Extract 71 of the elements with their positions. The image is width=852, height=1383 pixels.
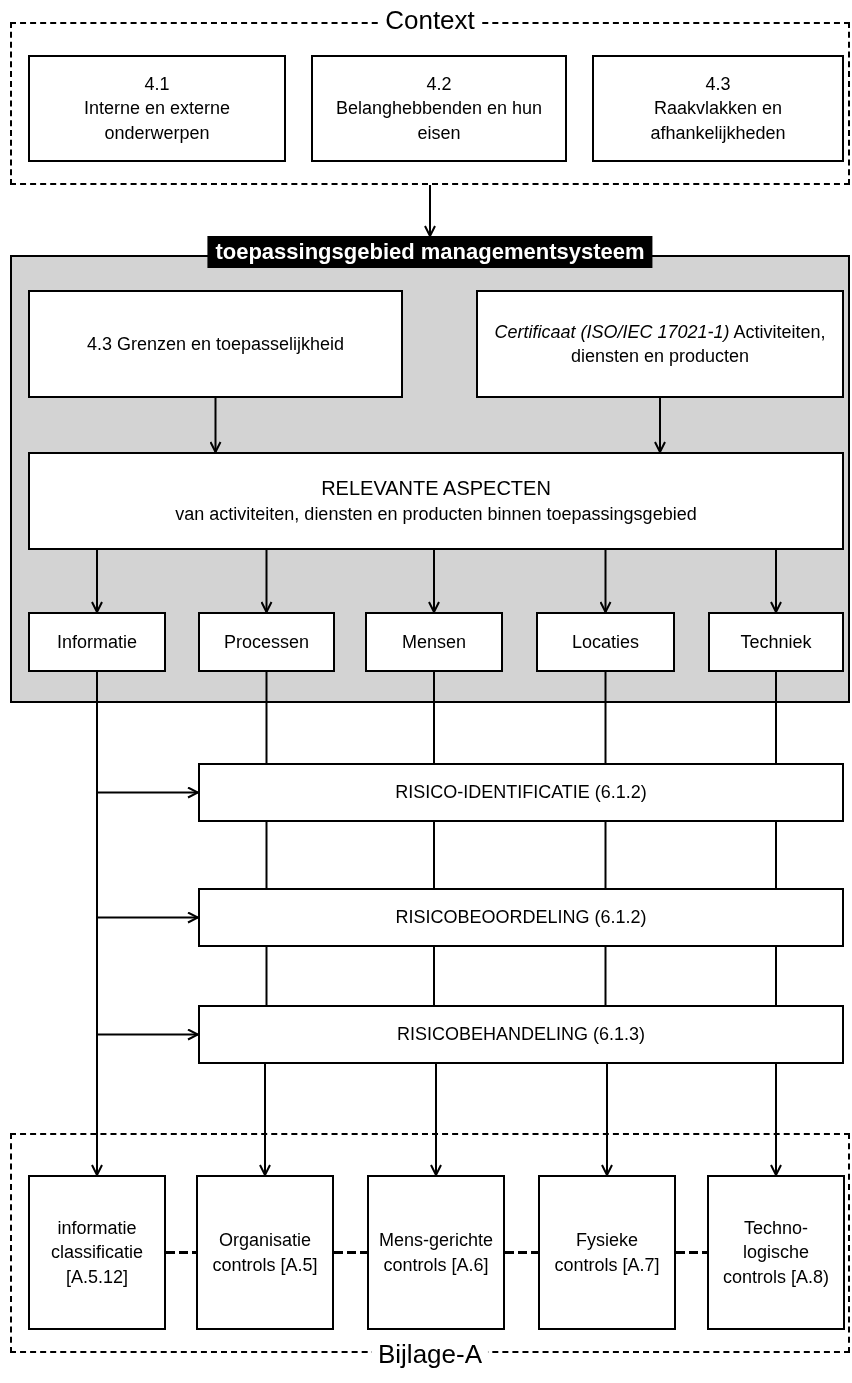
connector-line bbox=[433, 671, 435, 764]
process-box bbox=[367, 1175, 505, 1330]
process-box bbox=[311, 55, 567, 162]
connector-line bbox=[265, 946, 268, 1006]
arrow bbox=[259, 1063, 271, 1176]
process-box bbox=[536, 612, 675, 672]
connector-line bbox=[265, 671, 268, 764]
connector-line bbox=[775, 821, 777, 889]
box-text: RISICO-IDENTIFICATIE (6.1.2) bbox=[395, 781, 647, 805]
box-text: Techniek bbox=[740, 630, 812, 654]
dashed-connector bbox=[505, 1251, 538, 1254]
box-text: Locaties bbox=[571, 630, 639, 654]
process-box bbox=[198, 763, 844, 822]
arrow bbox=[91, 549, 103, 613]
process-box bbox=[196, 1175, 334, 1330]
arrow bbox=[599, 549, 612, 613]
box-text: Mens-gerichte controls [A.6] bbox=[377, 1229, 494, 1277]
connector-line bbox=[604, 821, 607, 889]
box-text: 4.2 bbox=[426, 73, 452, 97]
box-text: informatie classificatie [A.5.12] bbox=[50, 1217, 144, 1289]
arrow bbox=[430, 1063, 442, 1176]
box-text: RISICOBEHANDELING (6.1.3) bbox=[396, 1023, 646, 1047]
arrow bbox=[770, 1063, 782, 1176]
arrow bbox=[260, 549, 273, 613]
process-box bbox=[198, 888, 844, 947]
arrow bbox=[770, 549, 782, 613]
box-text: Informatie bbox=[56, 630, 137, 654]
connector-line bbox=[604, 946, 607, 1006]
arrow bbox=[424, 184, 436, 237]
box-text: 4.1 bbox=[144, 73, 170, 97]
box-text: Organisatie controls [A.5] bbox=[211, 1229, 319, 1277]
process-box bbox=[708, 612, 844, 672]
process-box bbox=[538, 1175, 676, 1330]
arrow bbox=[654, 397, 666, 453]
box-text: Processen bbox=[223, 630, 309, 654]
process-box bbox=[707, 1175, 845, 1330]
box-text: 4.3 Grenzen en toepasselijkheid bbox=[86, 332, 345, 356]
connector-line bbox=[775, 946, 777, 1006]
box-text: Fysieke controls [A.7] bbox=[553, 1229, 661, 1277]
process-box bbox=[28, 1175, 166, 1330]
dashed-connector bbox=[334, 1251, 367, 1254]
process-box bbox=[592, 55, 844, 162]
box-text: Belanghebbenden en hun eisen bbox=[334, 97, 544, 145]
connector-line bbox=[265, 821, 268, 889]
connector-line bbox=[604, 671, 607, 764]
dashed-connector bbox=[676, 1251, 707, 1254]
arrow bbox=[209, 397, 222, 453]
box-text: Mensen bbox=[401, 630, 466, 654]
process-box bbox=[28, 55, 286, 162]
connector-line bbox=[775, 671, 777, 764]
process-box bbox=[476, 290, 844, 398]
box-text: Certificaat (ISO/IEC 17021-1) Activiteiten, diensten en producten bbox=[493, 320, 827, 368]
box-text: RISICOBEOORDELING (6.1.2) bbox=[395, 906, 647, 930]
connector-line bbox=[433, 821, 435, 889]
process-box bbox=[28, 452, 844, 550]
box-text: 4.3 bbox=[705, 73, 731, 97]
process-box bbox=[28, 290, 403, 398]
arrow bbox=[601, 1063, 613, 1176]
box-text: RELEVANTE ASPECTEN bbox=[321, 476, 551, 502]
process-box bbox=[28, 612, 166, 672]
dashed-connector bbox=[166, 1251, 196, 1254]
box-text: van activiteiten, diensten en producten binnen toepassingsgebied bbox=[175, 503, 697, 527]
process-box bbox=[198, 612, 335, 672]
box-text: Raakvlakken en afhankelijkheden bbox=[649, 97, 787, 145]
group-title: toepassingsgebied managementsysteem bbox=[207, 236, 653, 269]
process-box bbox=[365, 612, 503, 672]
process-box bbox=[198, 1005, 844, 1064]
arrow bbox=[428, 549, 440, 613]
box-text: Interne en externe onderwerpen bbox=[82, 97, 232, 145]
connector-line bbox=[433, 946, 435, 1006]
box-text: Techno-logische controls [A.8) bbox=[721, 1217, 830, 1289]
